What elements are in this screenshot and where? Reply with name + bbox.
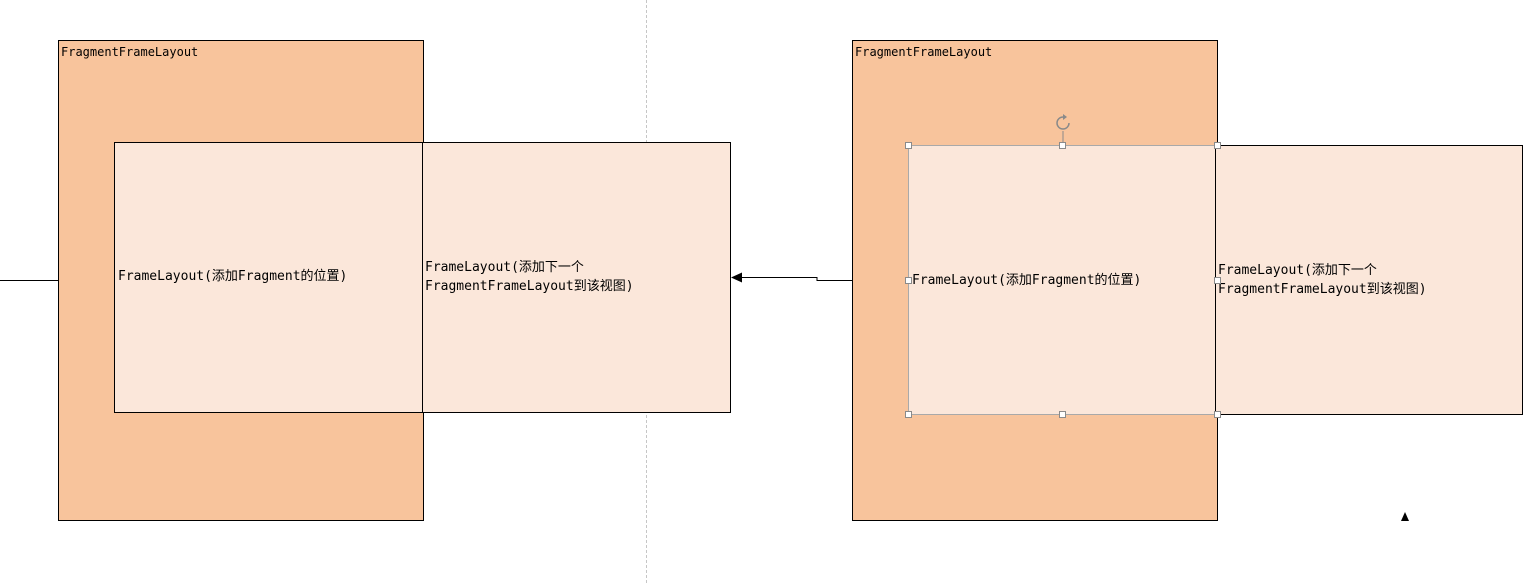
- selection-handle-top-left[interactable]: [905, 142, 912, 149]
- selection-handle-bottom-right[interactable]: [1214, 411, 1221, 418]
- left-inner-b-label: FrameLayout(添加下一个 FragmentFrameLayout到该视…: [425, 258, 634, 296]
- left-outer-title: FragmentFrameLayout: [61, 45, 199, 59]
- arrowhead-icon: [731, 272, 742, 283]
- left-inner-b-line1: FrameLayout(添加下一个: [425, 260, 584, 275]
- right-inner-b-label: FrameLayout(添加下一个 FragmentFrameLayout到该视…: [1218, 261, 1427, 299]
- left-inner-box-b[interactable]: FrameLayout(添加下一个 FragmentFrameLayout到该视…: [422, 142, 731, 413]
- right-inner-box-b[interactable]: FrameLayout(添加下一个 FragmentFrameLayout到该视…: [1215, 145, 1523, 415]
- selection-handle-bottom-center[interactable]: [1059, 411, 1066, 418]
- selection-handle-middle-right[interactable]: [1214, 277, 1221, 284]
- right-inner-box-a[interactable]: FrameLayout(添加Fragment的位置): [908, 145, 1217, 415]
- elbow-connector: [742, 277, 852, 281]
- right-outer-title: FragmentFrameLayout: [855, 45, 993, 59]
- left-inner-a-label: FrameLayout(添加Fragment的位置): [118, 269, 348, 284]
- right-inner-b-line1: FrameLayout(添加下一个: [1218, 263, 1377, 278]
- rotate-handle-icon: [1056, 114, 1070, 130]
- selection-handle-middle-left[interactable]: [905, 277, 912, 284]
- selection-handle-bottom-left[interactable]: [905, 411, 912, 418]
- right-inner-b-line2: FragmentFrameLayout到该视图): [1218, 282, 1427, 297]
- selection-handle-top-center[interactable]: [1059, 142, 1066, 149]
- cursor-triangle-icon: [1401, 512, 1409, 521]
- left-inner-box-a[interactable]: FrameLayout(添加Fragment的位置): [114, 142, 423, 413]
- right-inner-a-label: FrameLayout(添加Fragment的位置): [912, 273, 1142, 288]
- left-inner-b-line2: FragmentFrameLayout到该视图): [425, 279, 634, 294]
- selection-handle-top-right[interactable]: [1214, 142, 1221, 149]
